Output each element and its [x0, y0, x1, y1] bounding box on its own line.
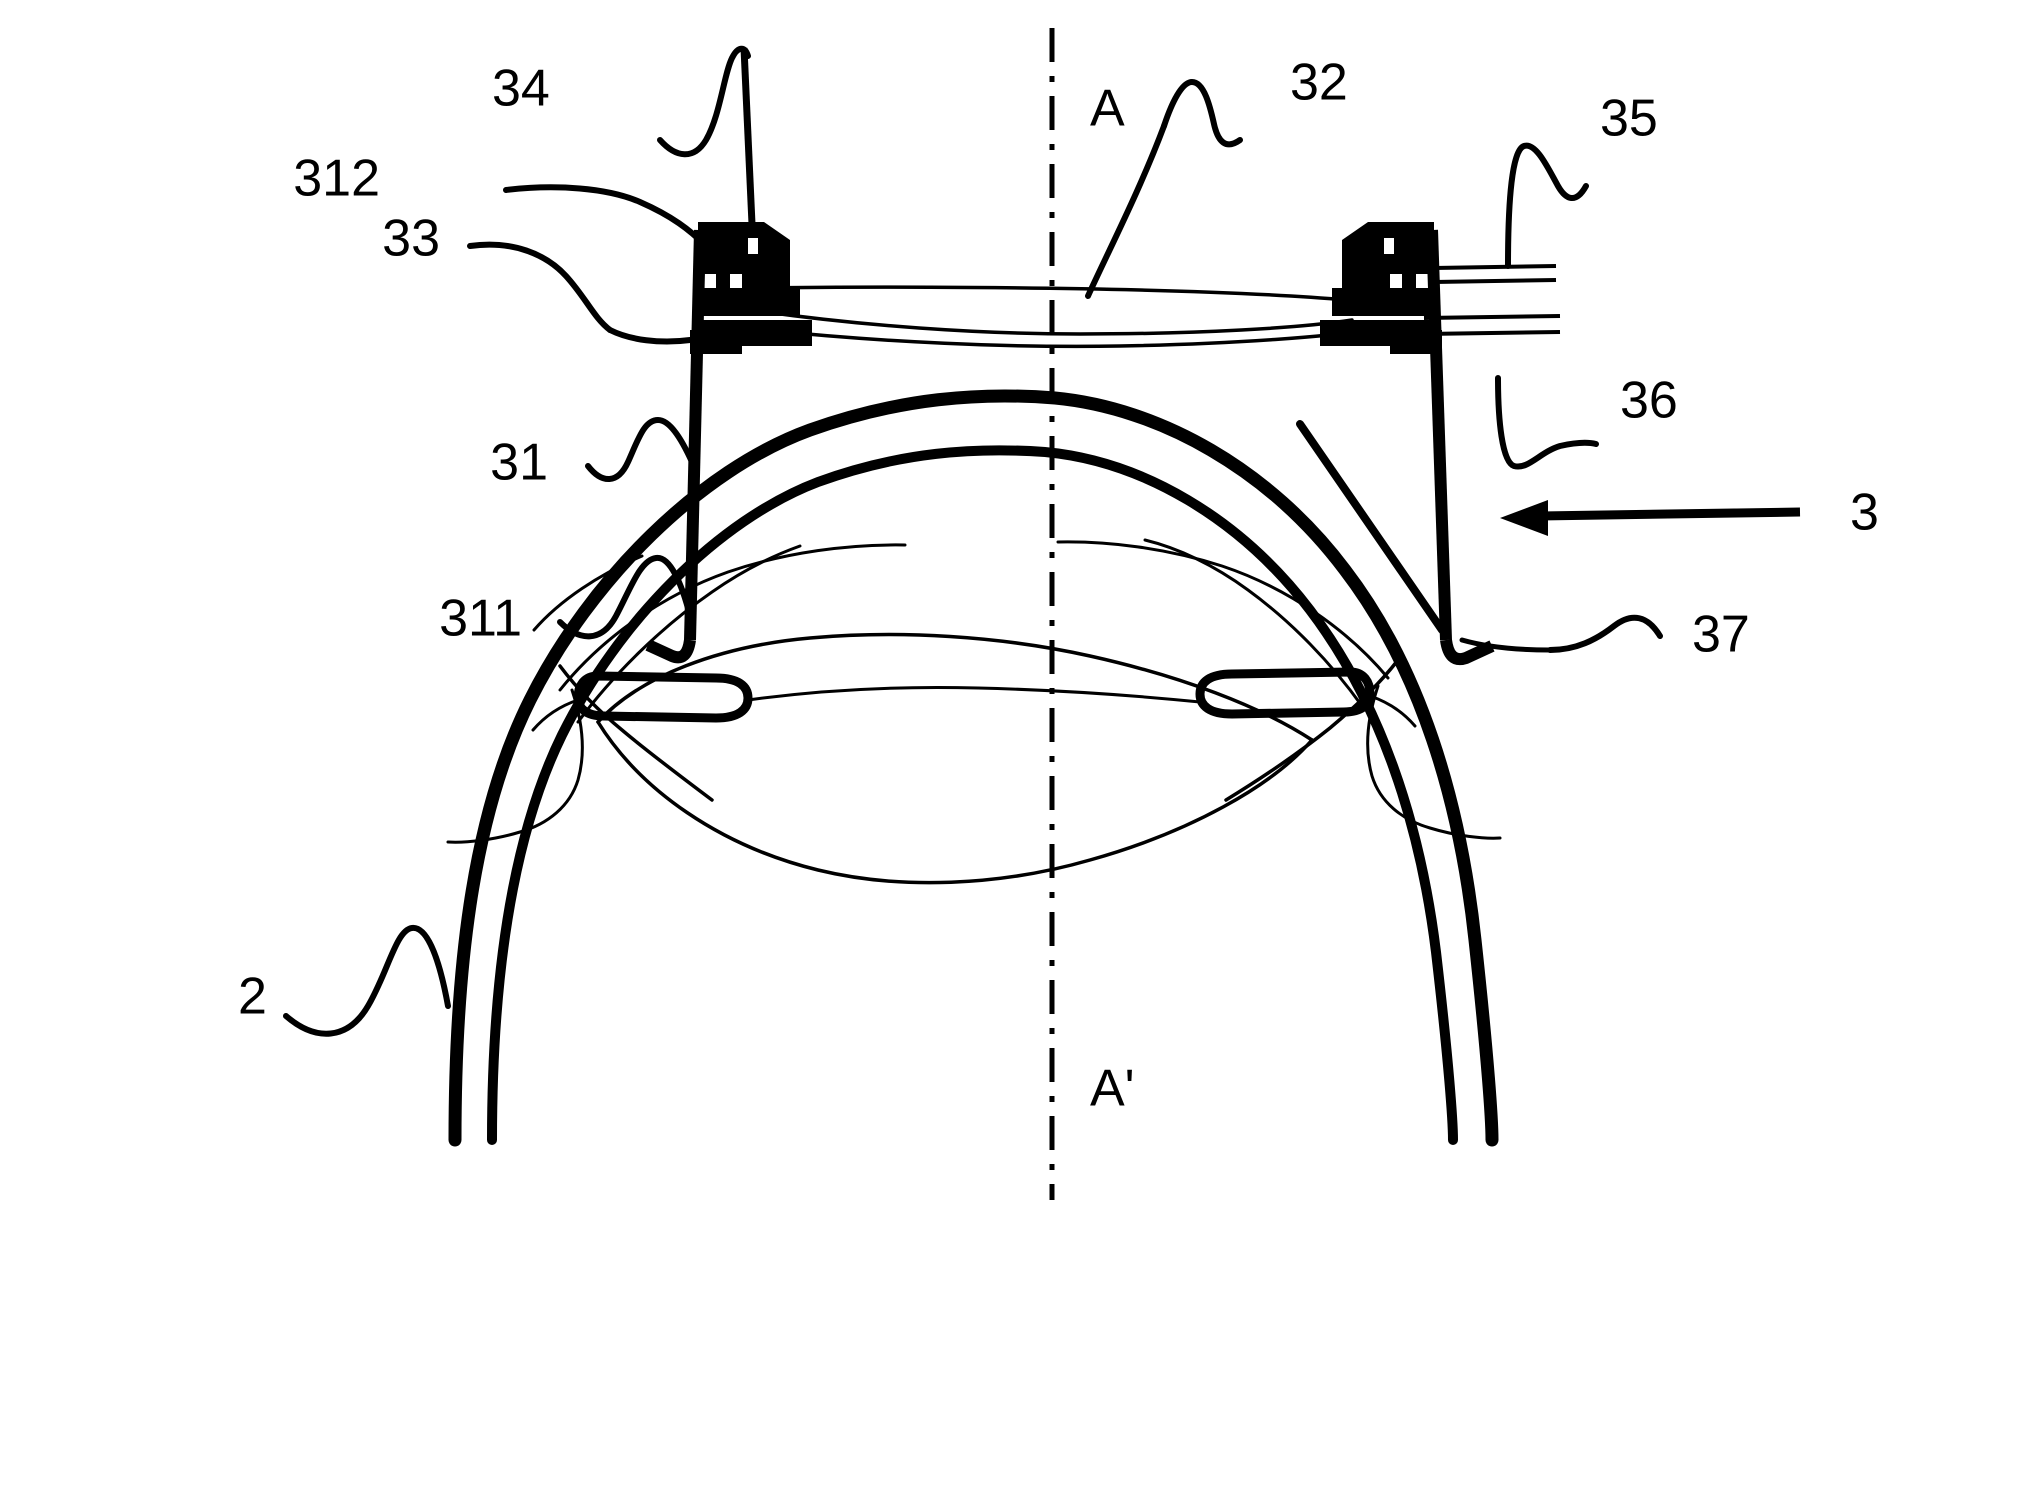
leader-34	[657, 45, 751, 158]
leader-312	[503, 184, 709, 249]
ref-numeral-2: 2	[238, 968, 267, 1026]
arrow-3-head	[1500, 500, 1548, 536]
zonule-left	[558, 664, 714, 802]
leader-2	[283, 925, 451, 1037]
channel-upper-inner	[1433, 278, 1557, 284]
channel-upper-outer	[1433, 264, 1557, 270]
leader-37-stem	[1459, 637, 1553, 653]
lens-posterior	[596, 720, 1314, 885]
pupil-edge	[746, 686, 1202, 704]
reference-numeral-labels: 34 32 35 312 33 36 31 3 311 37 2	[238, 54, 1879, 1026]
zonule-right	[1224, 658, 1400, 802]
clamp-left-shelf	[700, 288, 800, 316]
leader-37	[1547, 614, 1663, 653]
leader-35	[1505, 142, 1589, 269]
post-upper-left	[740, 47, 756, 225]
axis-label-a-prime: A'	[1090, 1060, 1135, 1118]
skirt-left-foot	[645, 638, 696, 664]
skirt-left-wall	[684, 229, 706, 641]
clamp-right-slot	[1384, 238, 1394, 254]
ciliary-body-left	[446, 688, 584, 844]
axis-label-a: A	[1090, 80, 1125, 138]
leader-lines	[283, 45, 1801, 1037]
membrane-edge-line	[764, 328, 1372, 349]
ciliary-body-right	[1366, 684, 1502, 840]
leader-311	[557, 555, 693, 640]
ref-numeral-31: 31	[490, 434, 548, 492]
ref-numeral-34: 34	[492, 60, 550, 118]
ref-numeral-311: 311	[439, 590, 522, 648]
ref-numeral-36: 36	[1620, 372, 1678, 430]
ref-numeral-3: 3	[1850, 484, 1879, 542]
skirt-right-wall	[1426, 229, 1452, 641]
clamp-left-body	[698, 222, 790, 306]
limbus-right	[1056, 540, 1390, 680]
limbus-left	[558, 543, 907, 692]
membrane-upper-surface	[758, 285, 1350, 302]
clamp-right-shelf	[1332, 288, 1432, 316]
section-axis-labels: A A'	[1090, 80, 1135, 1118]
eyeball-group	[446, 389, 1502, 1147]
inner-diagonal-member	[1296, 420, 1446, 634]
clamp-right-body	[1342, 222, 1434, 306]
skirt-right-foot	[1440, 638, 1495, 665]
iris-right	[1195, 667, 1375, 719]
eye-inner-contour	[487, 445, 1458, 1145]
iris-left-root	[531, 698, 580, 732]
leader-32-stem	[1085, 123, 1167, 299]
channel-lower-inner	[1423, 330, 1561, 336]
lens-anterior	[596, 632, 1314, 742]
membrane-lower-surface	[750, 308, 1354, 336]
ref-numeral-312: 312	[293, 150, 380, 208]
channel-lower-outer	[1423, 314, 1561, 320]
leader-33-stem	[607, 327, 693, 345]
eye-outer-contour	[448, 389, 1499, 1147]
ref-numeral-33: 33	[382, 210, 440, 268]
leader-33	[467, 241, 613, 333]
clamp-left-slot	[748, 238, 758, 254]
device-assembly	[645, 47, 1561, 665]
ref-numeral-37: 37	[1692, 606, 1750, 664]
arrow-3-shaft	[1539, 507, 1801, 521]
clamp-left-tip	[690, 330, 742, 354]
leader-31	[585, 417, 695, 482]
ciliary-left	[532, 554, 644, 632]
clamp-right-tip	[1390, 330, 1442, 354]
leader-36	[1495, 375, 1599, 470]
leader-32	[1161, 79, 1243, 148]
ref-numeral-35: 35	[1600, 90, 1658, 148]
ref-numeral-32: 32	[1290, 54, 1348, 112]
